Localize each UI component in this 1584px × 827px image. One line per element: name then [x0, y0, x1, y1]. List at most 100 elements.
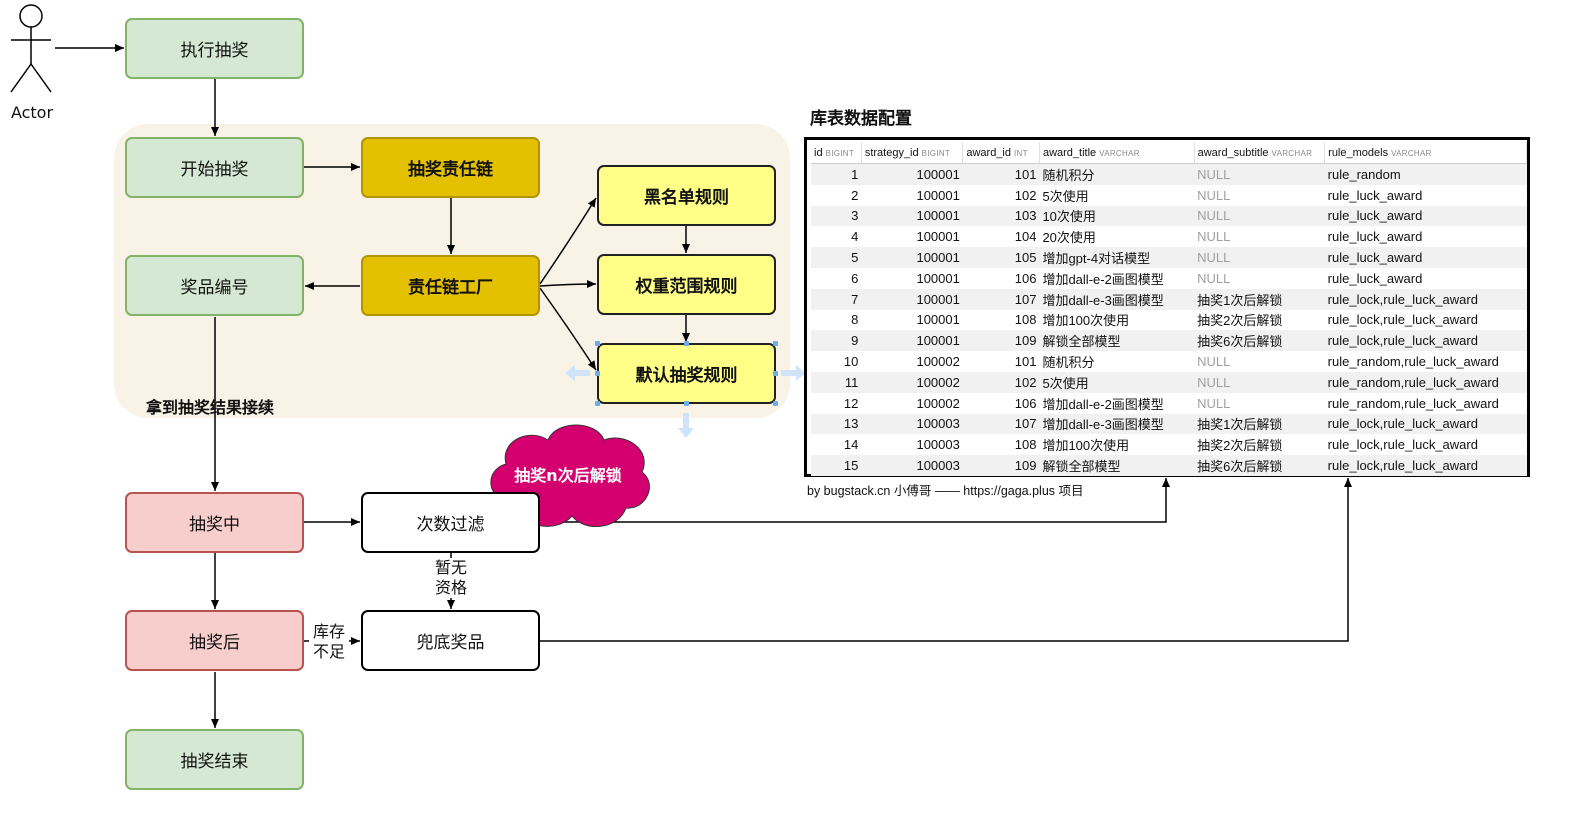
- table-cell[interactable]: 100002: [916, 395, 960, 411]
- table-cell[interactable]: rule_luck_award: [1327, 270, 1423, 286]
- table-cell[interactable]: 109: [962, 330, 1040, 352]
- table-cell[interactable]: rule_lock,rule_luck_award: [1327, 312, 1478, 328]
- table-cell[interactable]: 抽奖6次后解锁: [1194, 455, 1325, 476]
- resize-handle[interactable]: [595, 371, 600, 376]
- table-cell[interactable]: 14: [843, 437, 859, 453]
- table-cell[interactable]: NULL: [1194, 205, 1325, 227]
- resize-handle[interactable]: [773, 371, 778, 376]
- table-cell[interactable]: 100001: [916, 229, 960, 245]
- resize-handle[interactable]: [773, 341, 778, 346]
- table-cell[interactable]: 106: [1014, 270, 1037, 286]
- table-cell[interactable]: 107: [962, 288, 1040, 310]
- table-cell[interactable]: 101: [962, 163, 1040, 185]
- chain-factory-node[interactable]: 责任链工厂: [361, 255, 540, 316]
- resize-handle[interactable]: [595, 401, 600, 406]
- table-cell[interactable]: 增加100次使用: [1042, 438, 1130, 454]
- table-cell[interactable]: NULL: [1197, 354, 1231, 370]
- table-cell[interactable]: NULL: [1194, 371, 1325, 393]
- table-cell[interactable]: NULL: [1197, 270, 1231, 286]
- table-cell[interactable]: 100001: [916, 270, 960, 286]
- table-cell[interactable]: 100002: [861, 371, 963, 393]
- end-draw-node[interactable]: 抽奖结束: [125, 729, 304, 790]
- table-cell[interactable]: 100001: [861, 330, 963, 352]
- table-cell[interactable]: rule_lock,rule_luck_award: [1324, 288, 1527, 310]
- drawing-node[interactable]: 抽奖中: [125, 492, 304, 553]
- table-cell[interactable]: NULL: [1194, 247, 1325, 268]
- fallback-award-node[interactable]: 兜底奖品: [361, 610, 540, 671]
- table-cell[interactable]: 11: [811, 371, 862, 393]
- table-cell[interactable]: 15: [811, 455, 862, 476]
- table-cell[interactable]: 抽奖6次后解锁: [1194, 330, 1325, 352]
- table-cell[interactable]: 105: [962, 247, 1040, 268]
- resize-handle[interactable]: [773, 401, 778, 406]
- table-cell[interactable]: 100001: [861, 205, 963, 227]
- table-cell[interactable]: 102: [1014, 187, 1037, 203]
- table-cell[interactable]: NULL: [1197, 229, 1231, 245]
- table-cell[interactable]: 10次使用: [1039, 205, 1195, 227]
- table-cell[interactable]: 4: [851, 229, 859, 245]
- after-draw-node[interactable]: 抽奖后: [125, 610, 304, 671]
- table-cell[interactable]: rule_lock,rule_luck_award: [1327, 437, 1478, 453]
- table-cell[interactable]: 8: [851, 312, 859, 328]
- table-cell[interactable]: 106: [1014, 395, 1037, 411]
- table-cell[interactable]: rule_lock,rule_luck_award: [1324, 455, 1527, 476]
- table-cell[interactable]: 增加dall-e-3画图模型: [1039, 288, 1195, 310]
- table-cell[interactable]: 20次使用: [1042, 230, 1096, 246]
- resize-handle[interactable]: [684, 341, 689, 346]
- table-cell[interactable]: rule_luck_award: [1324, 205, 1527, 227]
- draw-chain-node[interactable]: 抽奖责任链: [361, 137, 540, 198]
- table-cell[interactable]: 抽奖1次后解锁: [1194, 413, 1325, 435]
- start-draw-node[interactable]: 开始抽奖: [125, 137, 304, 198]
- table-cell[interactable]: 108: [1014, 312, 1037, 328]
- table-cell[interactable]: 3: [811, 205, 862, 227]
- table-cell[interactable]: 5: [811, 247, 862, 268]
- table-cell[interactable]: 100001: [916, 187, 960, 203]
- table-cell[interactable]: 13: [811, 413, 862, 435]
- table-cell[interactable]: 103: [962, 205, 1040, 227]
- table-cell[interactable]: 100001: [861, 163, 963, 185]
- table-cell[interactable]: 100001: [861, 247, 963, 268]
- table-cell[interactable]: 100002: [916, 354, 960, 370]
- weight-rule-node[interactable]: 权重范围规则: [597, 254, 776, 315]
- table-cell[interactable]: 1: [811, 163, 862, 185]
- table-cell[interactable]: rule_luck_award: [1327, 229, 1423, 245]
- table-cell[interactable]: rule_lock,rule_luck_award: [1324, 413, 1527, 435]
- table-cell[interactable]: NULL: [1197, 395, 1231, 411]
- table-cell[interactable]: 107: [962, 413, 1040, 435]
- resize-handle[interactable]: [595, 341, 600, 346]
- table-cell[interactable]: rule_luck_award: [1324, 247, 1527, 268]
- resize-handle[interactable]: [684, 401, 689, 406]
- table-cell[interactable]: 5次使用: [1042, 188, 1089, 204]
- award-id-node[interactable]: 奖品编号: [125, 255, 304, 316]
- table-cell[interactable]: 抽奖2次后解锁: [1197, 313, 1283, 329]
- table-cell[interactable]: rule_random,rule_luck_award: [1324, 371, 1527, 393]
- table-cell[interactable]: 6: [851, 270, 859, 286]
- table-cell[interactable]: 解锁全部模型: [1039, 455, 1195, 476]
- table-cell[interactable]: 增加100次使用: [1042, 313, 1130, 329]
- table-cell[interactable]: rule_random,rule_luck_award: [1327, 395, 1499, 411]
- table-cell[interactable]: 抽奖1次后解锁: [1194, 288, 1325, 310]
- table-cell[interactable]: 109: [962, 455, 1040, 476]
- table-cell[interactable]: 5次使用: [1039, 371, 1195, 393]
- default-rule-node[interactable]: 默认抽奖规则: [597, 343, 776, 404]
- table-cell[interactable]: 随机积分: [1042, 355, 1095, 371]
